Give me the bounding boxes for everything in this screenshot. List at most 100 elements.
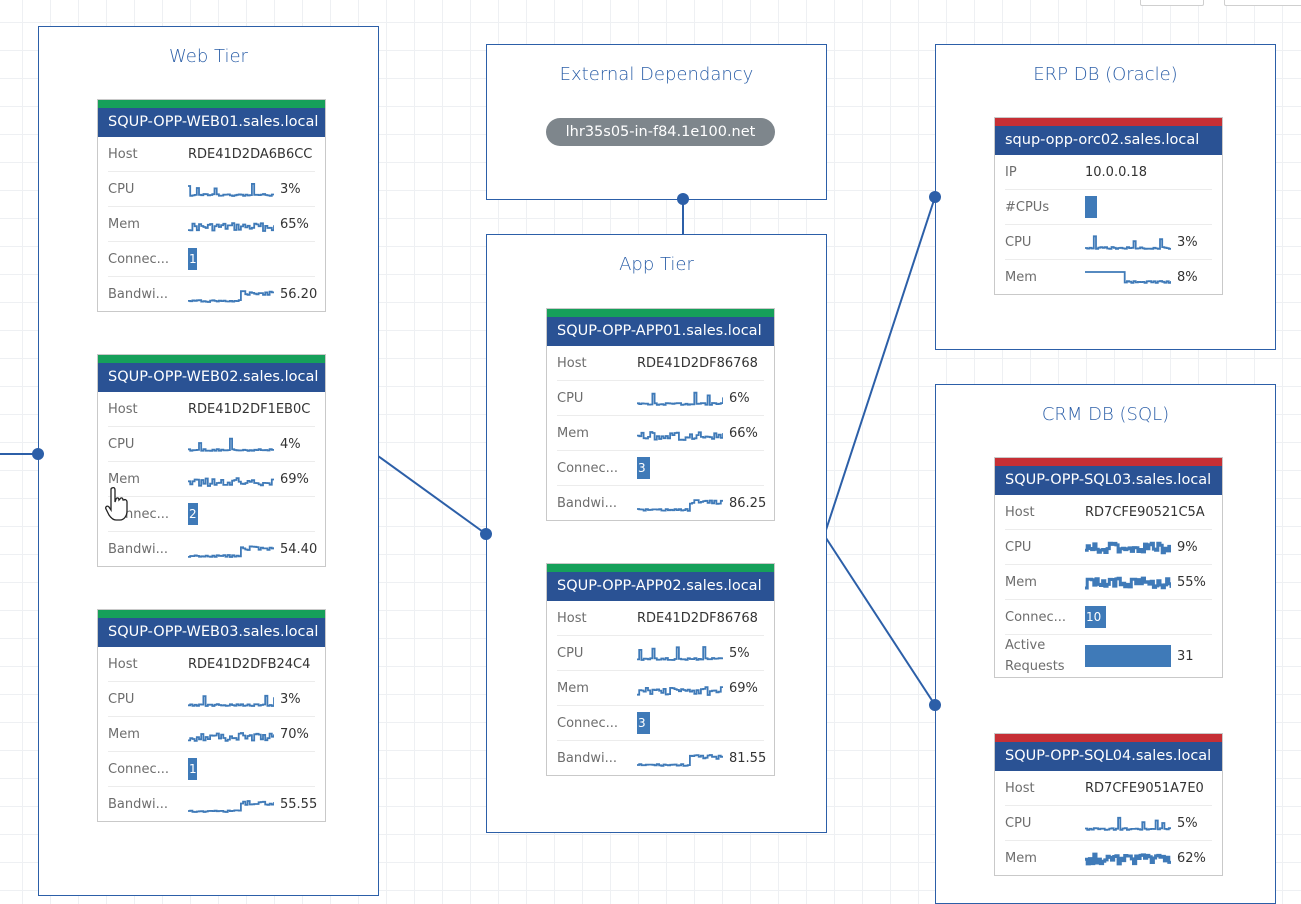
metric-label: Mem bbox=[1005, 850, 1037, 866]
metric-label: Host bbox=[108, 656, 138, 672]
metric-label: IP bbox=[1005, 164, 1017, 180]
metric-label: Bandwi... bbox=[108, 541, 169, 557]
metric-value: 2 bbox=[189, 507, 197, 521]
metric-row: Bandwi... 86.25 bbox=[557, 486, 767, 520]
metric-value: RDE41D2DF86768 bbox=[637, 610, 758, 626]
connector-dot-web[interactable] bbox=[32, 448, 44, 460]
connector-dot-external[interactable] bbox=[677, 193, 689, 205]
server-name[interactable]: SQUP-OPP-APP02.sales.local bbox=[547, 572, 774, 601]
metric-value: 86.25 bbox=[729, 495, 767, 511]
metric-value: 70% bbox=[280, 726, 309, 742]
sparkline-chart bbox=[1085, 852, 1171, 866]
metric-label: Host bbox=[108, 146, 138, 162]
metric-label: Bandwi... bbox=[557, 495, 618, 511]
sparkline-chart bbox=[1085, 576, 1171, 590]
server-name[interactable]: SQUP-OPP-WEB03.sales.local bbox=[98, 618, 325, 647]
server-name[interactable]: SQUP-OPP-WEB02.sales.local bbox=[98, 363, 325, 392]
status-strip bbox=[98, 610, 325, 618]
sparkline-chart bbox=[1085, 541, 1171, 555]
metric-label: Connec... bbox=[108, 761, 170, 777]
status-strip bbox=[995, 734, 1222, 742]
metric-label: CPU bbox=[1005, 539, 1032, 555]
metric-row: Mem 70% bbox=[108, 717, 315, 752]
metric-value: 65% bbox=[280, 216, 309, 232]
server-name[interactable]: squp-opp-orc02.sales.local bbox=[995, 126, 1222, 155]
external-dependency-group[interactable]: External Dependancy lhr35s05-in-f84.1e10… bbox=[486, 44, 827, 200]
server-name[interactable]: SQUP-OPP-SQL04.sales.local bbox=[995, 742, 1222, 771]
metric-value: 1 bbox=[189, 252, 197, 266]
metric-label: Bandwi... bbox=[557, 750, 618, 766]
server-name[interactable]: SQUP-OPP-WEB01.sales.local bbox=[98, 108, 325, 137]
metric-value: RDE41D2DFB24C4 bbox=[188, 656, 311, 672]
metric-label: Host bbox=[1005, 504, 1035, 520]
metric-value: 54.40 bbox=[280, 541, 318, 557]
connector-dot-erp[interactable] bbox=[929, 191, 941, 203]
metric-bar: 10 bbox=[1085, 606, 1106, 628]
metric-value: 3% bbox=[1177, 234, 1198, 250]
metric-value: 3% bbox=[280, 691, 301, 707]
metric-bar bbox=[1085, 645, 1171, 667]
connector-dot-app[interactable] bbox=[480, 528, 492, 540]
metric-label: Bandwi... bbox=[108, 286, 169, 302]
toolbar-button-2[interactable] bbox=[1224, 0, 1301, 6]
server-name[interactable]: SQUP-OPP-SQL03.sales.local bbox=[995, 466, 1222, 495]
status-strip bbox=[547, 309, 774, 317]
metric-label: CPU bbox=[108, 436, 135, 452]
metric-row: #CPUs bbox=[1005, 190, 1212, 225]
sparkline-chart bbox=[637, 431, 723, 441]
metric-value: 10 bbox=[1086, 610, 1102, 624]
metric-value: 1 bbox=[189, 762, 197, 776]
metric-label: Mem bbox=[108, 471, 140, 487]
metric-row: Bandwi...81.55 bbox=[557, 741, 766, 775]
metric-bar: 2 bbox=[188, 503, 199, 525]
sparkline-chart bbox=[188, 477, 274, 487]
metric-bar: 1 bbox=[188, 758, 197, 780]
metric-value: 31 bbox=[1177, 648, 1194, 664]
metric-row: Connec...3 bbox=[557, 706, 764, 741]
metric-label: CPU bbox=[1005, 815, 1032, 831]
hand-cursor-icon bbox=[105, 486, 128, 521]
metric-row: Mem 69% bbox=[108, 462, 315, 497]
crm-db-title: CRM DB (SQL) bbox=[1041, 404, 1170, 425]
sparkline-chart bbox=[188, 800, 274, 813]
metric-label: Bandwi... bbox=[108, 796, 169, 812]
connector-dot-crm[interactable] bbox=[929, 699, 941, 711]
sparkline-chart bbox=[188, 290, 274, 303]
external-host-pill[interactable]: lhr35s05-in-f84.1e100.net bbox=[546, 118, 775, 146]
status-strip bbox=[995, 458, 1222, 466]
metric-value: 69% bbox=[280, 471, 309, 487]
metric-value: 8% bbox=[1177, 269, 1198, 285]
toolbar-button-1[interactable] bbox=[1140, 0, 1204, 6]
metric-bar: 3 bbox=[637, 457, 650, 479]
sparkline-chart bbox=[188, 222, 274, 232]
metric-value: RD7CFE90521C5A bbox=[1085, 504, 1205, 520]
status-strip bbox=[995, 118, 1222, 126]
metric-label: Host bbox=[108, 401, 138, 417]
sparkline-chart bbox=[188, 732, 274, 742]
metric-bar: 1 bbox=[188, 248, 197, 270]
server-name[interactable]: SQUP-OPP-APP01.sales.local bbox=[547, 317, 774, 346]
metric-label: Mem bbox=[108, 726, 140, 742]
metric-label: Connec... bbox=[557, 715, 619, 731]
